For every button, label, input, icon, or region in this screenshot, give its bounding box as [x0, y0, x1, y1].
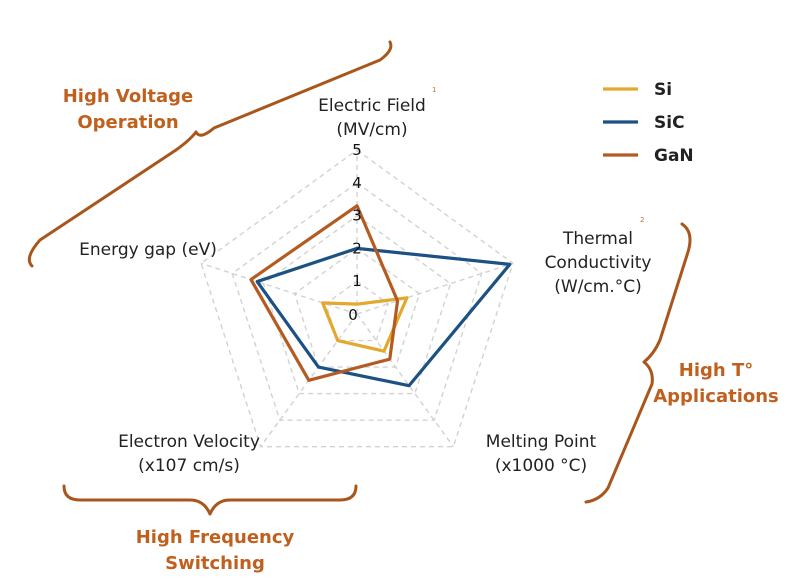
brace-high-voltage: [27, 40, 393, 268]
tick-label-1: 1: [352, 272, 362, 290]
series-layer: [249, 204, 512, 388]
legend-label-gan: GaN: [654, 146, 694, 166]
axis-label-1: Electric Field(MV/cm): [318, 96, 426, 140]
grid-spoke-2: [356, 262, 514, 315]
axis-label-4: Electron Velocity(x107 cm/s): [118, 432, 260, 476]
axis-footnote-2: 2: [640, 216, 644, 224]
tick-label-4: 4: [352, 174, 362, 192]
series-gan: [249, 204, 400, 382]
annotation-2: High T°Applications: [653, 360, 779, 407]
tick-label-2: 2: [352, 239, 362, 257]
legend-label-si: Si: [654, 80, 672, 100]
legend-label-sic: SiC: [654, 113, 685, 133]
tick-label-0: 0: [348, 306, 358, 324]
axis-label-5: Energy gap (eV): [79, 240, 217, 260]
series-si: [321, 296, 409, 353]
brace-high-temp: [584, 222, 692, 504]
grid-spoke-5: [200, 262, 358, 315]
brace-high-frequency: [62, 484, 358, 516]
axis-footnote-1: 1: [432, 86, 436, 94]
axis-label-3: Melting Point(x1000 °C): [486, 432, 597, 476]
series-sic: [255, 246, 512, 388]
grid-layer: [200, 149, 514, 448]
tick-layer: 0 1 2 3 4 5: [348, 141, 362, 324]
grid-spoke-3: [356, 313, 454, 448]
grid-ring-3: [262, 214, 452, 395]
tick-label-5: 5: [352, 141, 362, 159]
grid-ring-5: [200, 149, 514, 448]
tick-label-3: 3: [352, 207, 362, 225]
